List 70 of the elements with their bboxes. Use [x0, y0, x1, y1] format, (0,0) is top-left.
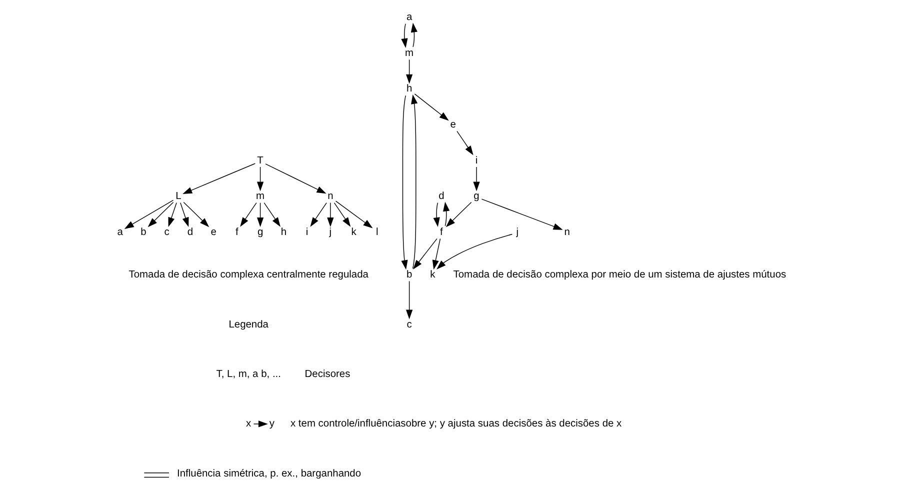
node-text: a	[117, 226, 123, 238]
arrow	[436, 234, 513, 270]
arrow	[481, 198, 563, 230]
node-text: k	[351, 226, 356, 238]
arrow	[456, 130, 474, 156]
arrow	[446, 202, 472, 228]
arrow	[335, 200, 373, 228]
label: T, L, m, a b, ...	[216, 368, 281, 380]
node-text: e	[210, 226, 216, 238]
arrow	[256, 202, 264, 227]
arrow	[413, 238, 438, 270]
arrow	[240, 202, 257, 227]
arrow	[410, 22, 418, 48]
arrow	[182, 163, 256, 194]
arrow	[183, 202, 210, 228]
node-text: n	[328, 191, 334, 202]
arrow	[414, 94, 449, 121]
node-text: g	[474, 191, 480, 202]
node-text: i	[475, 155, 478, 166]
arrow	[265, 164, 326, 194]
label: Tomada de decisão complexa por meio de um sistema de ajustes mútuos	[453, 270, 786, 281]
arrow	[334, 202, 351, 227]
node-text: h	[406, 84, 412, 95]
node-text: h	[280, 226, 287, 238]
node-text: f	[235, 226, 238, 238]
node-text: n	[564, 226, 570, 238]
arrow	[443, 202, 450, 226]
arrow	[401, 23, 408, 48]
arrow	[124, 200, 174, 229]
node-text: k	[430, 270, 436, 281]
arrow	[406, 59, 413, 84]
node-text: c	[406, 319, 412, 330]
node-text: L	[176, 191, 182, 202]
node-text: g	[257, 226, 264, 238]
label: Legenda	[228, 319, 268, 330]
label: Decisores	[304, 368, 350, 380]
arrow	[433, 202, 440, 227]
arrow	[473, 166, 480, 192]
node-text: m	[256, 191, 265, 202]
arrow	[168, 202, 177, 227]
node-text: d	[187, 226, 194, 238]
arrow	[310, 202, 327, 227]
node-text: d	[438, 191, 444, 202]
node-text: e	[450, 120, 456, 131]
legend-label: Influência simétrica, p. ex., barganhando	[177, 468, 362, 480]
node-text: y	[269, 418, 275, 430]
arrow	[264, 202, 280, 227]
label: Tomada de decisão complexa centralmente regulada	[128, 270, 368, 281]
arrow	[180, 202, 189, 227]
node-text: b	[140, 226, 146, 238]
arrow	[256, 166, 264, 192]
node-text: f	[440, 226, 443, 238]
node-text: T	[257, 155, 264, 166]
node-text: l	[376, 226, 378, 238]
arrow	[327, 202, 334, 227]
node-text: m	[405, 48, 414, 59]
node-text: b	[406, 270, 412, 281]
arrow	[401, 95, 408, 270]
arrow	[432, 238, 441, 270]
arrow	[411, 94, 418, 269]
arrow	[253, 420, 268, 428]
arrow	[148, 202, 174, 228]
node-text: i	[306, 226, 308, 238]
arrow	[406, 280, 413, 320]
node-text: c	[164, 226, 170, 238]
node-text: j	[516, 226, 519, 238]
node-text: x	[246, 418, 252, 430]
node-text: a	[406, 12, 412, 24]
label: x tem controle/influênciasobre y; y ajusta suas decisões às decisões de x	[290, 418, 622, 430]
node-text: j	[329, 226, 332, 238]
